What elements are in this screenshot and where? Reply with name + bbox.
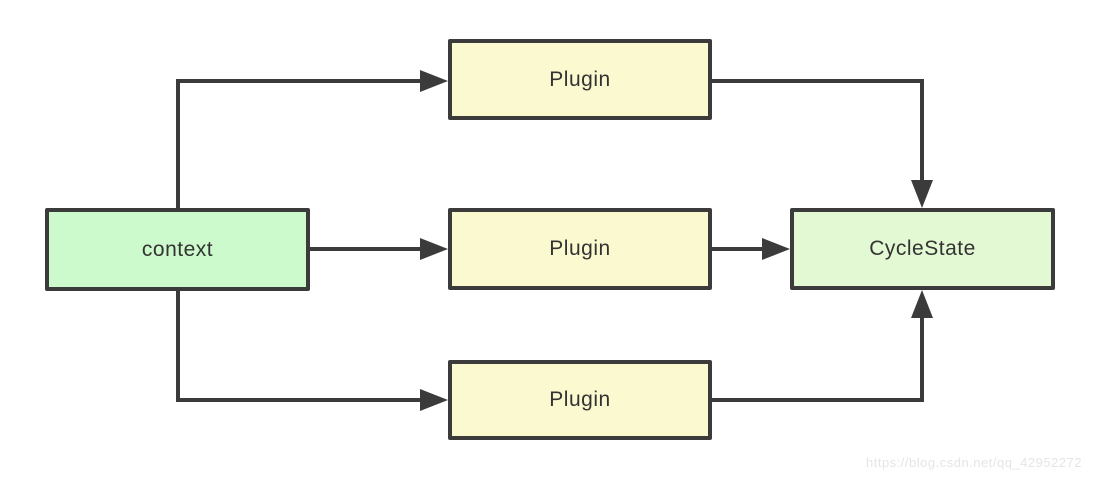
node-cyclestate-label: CycleState bbox=[869, 237, 976, 260]
node-plugin-top: Plugin bbox=[448, 39, 712, 120]
node-plugin-top-label: Plugin bbox=[549, 67, 611, 91]
arrowhead-cyclestate-top bbox=[911, 180, 933, 208]
arrowhead-cyclestate-bottom bbox=[911, 290, 933, 318]
node-plugin-bottom-label: Plugin bbox=[549, 388, 611, 411]
arrowhead-plugin-middle bbox=[420, 238, 448, 260]
node-context: context bbox=[45, 208, 310, 291]
edge-context-to-plugin-top bbox=[176, 79, 424, 208]
arrowhead-plugin-bottom bbox=[420, 389, 448, 411]
node-cyclestate: CycleState bbox=[790, 208, 1055, 290]
arrowhead-cyclestate-left bbox=[762, 238, 790, 260]
watermark: https://blog.csdn.net/qq_42952272 bbox=[866, 455, 1082, 470]
edge-plugin-bottom-to-cyclestate bbox=[712, 314, 924, 402]
edge-context-to-plugin-bottom bbox=[176, 291, 424, 402]
node-plugin-middle-label: Plugin bbox=[549, 237, 611, 260]
arrowhead-plugin-top bbox=[420, 70, 448, 92]
node-context-label: context bbox=[141, 237, 214, 261]
node-plugin-middle: Plugin bbox=[448, 208, 712, 290]
node-plugin-bottom: Plugin bbox=[448, 360, 712, 440]
edge-plugin-top-to-cyclestate bbox=[712, 79, 924, 184]
